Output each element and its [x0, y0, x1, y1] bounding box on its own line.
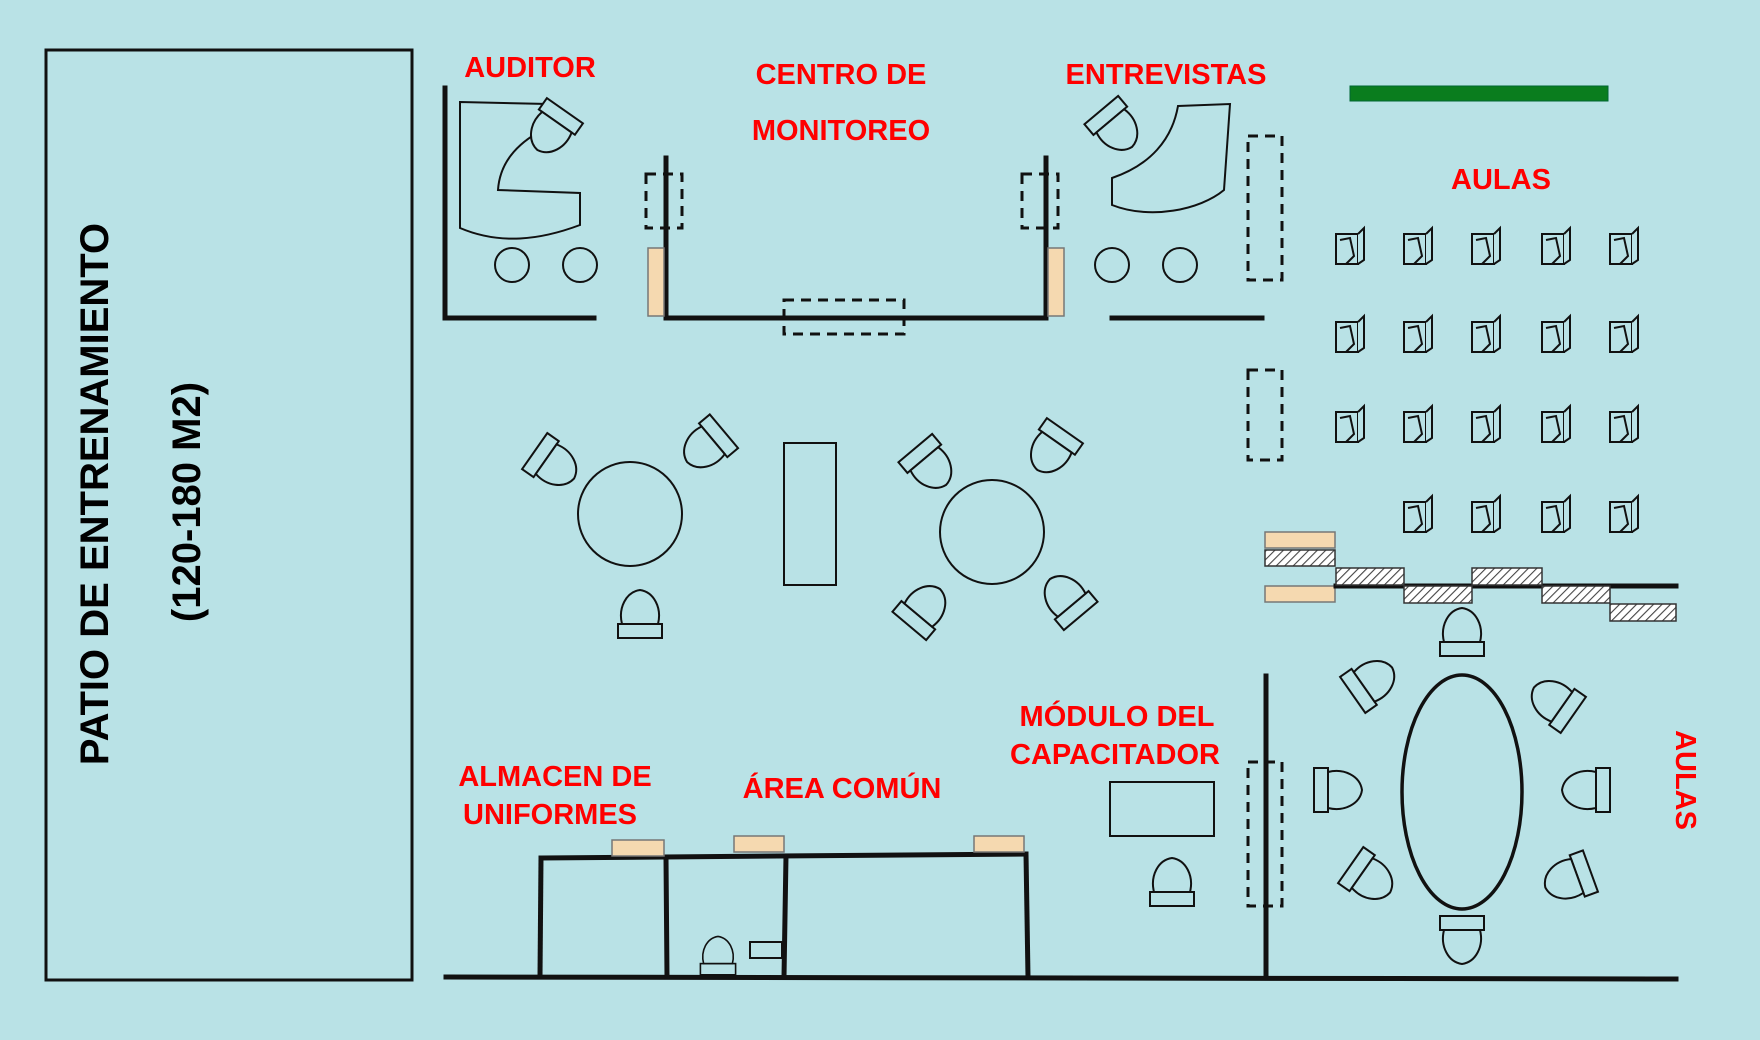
centro-de-monitoreo-room [644, 155, 1065, 336]
label-aulas-top: AULAS [1451, 164, 1551, 196]
meeting-table-right [891, 417, 1099, 642]
modulo-capacitador [1109, 760, 1284, 908]
whiteboard [1349, 85, 1609, 102]
bottom-rooms [443, 835, 1679, 982]
label-auditor: AUDITOR [464, 52, 596, 84]
label-aulas-side: AULAS [1669, 730, 1701, 830]
label-centro-line2: MONITOREO [752, 115, 930, 147]
label-modulo-line2: CAPACITADOR [1010, 739, 1220, 771]
label-modulo-line1: MÓDULO DEL [1020, 699, 1215, 733]
student-desks [1335, 227, 1639, 533]
entrevistas-room [1083, 94, 1284, 462]
label-centro-line1: CENTRO DE [756, 59, 927, 91]
auditor-room [442, 85, 598, 321]
label-entrevistas: ENTREVISTAS [1066, 59, 1267, 91]
patio-title: PATIO DE ENTRENAMIENTO [73, 223, 117, 765]
conference-room [1263, 607, 1611, 979]
center-table [783, 442, 837, 586]
meeting-table-left [521, 413, 740, 639]
aulas-classroom [1264, 85, 1679, 622]
label-area-comun: ÁREA COMÚN [743, 771, 942, 805]
label-almacen-line1: ALMACEN DE [458, 761, 651, 793]
patio-de-entrenamiento: PATIO DE ENTRENAMIENTO (120-180 M2) [44, 48, 414, 982]
patio-area: (120-180 M2) [165, 382, 209, 622]
label-almacen-line2: UNIFORMES [463, 799, 637, 831]
